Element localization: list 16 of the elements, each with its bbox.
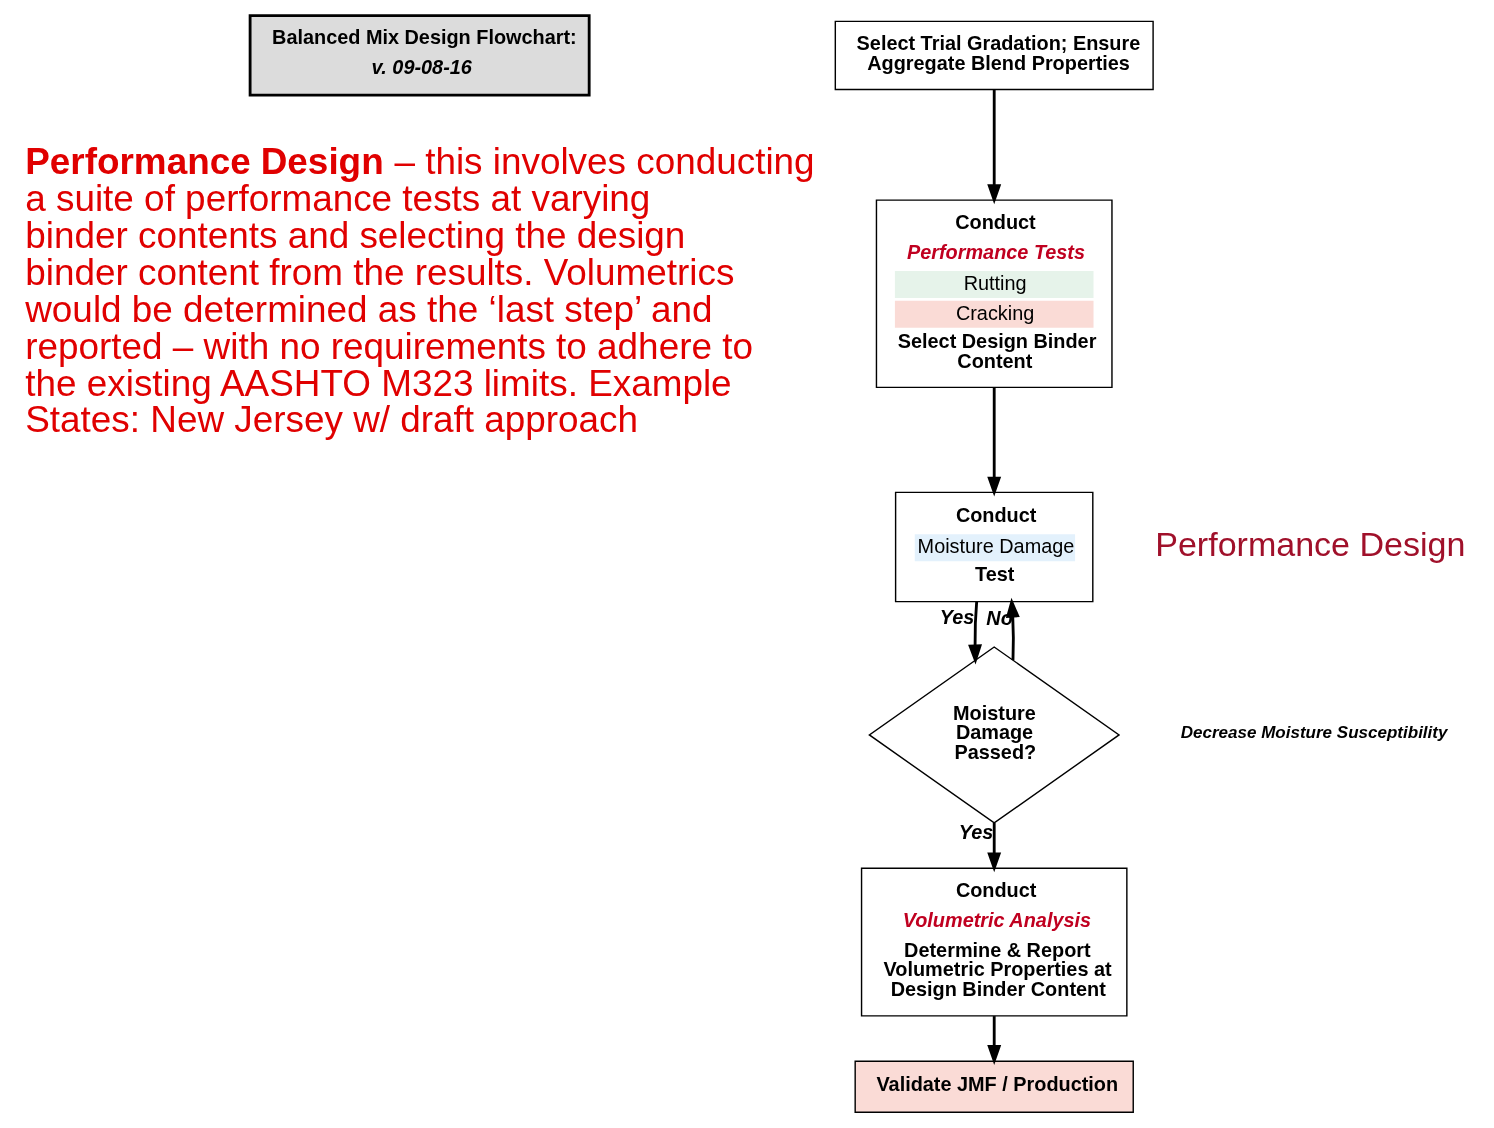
- arrow: [968, 601, 982, 665]
- node-box: Conduct Moisture Damage Test: [894, 491, 1094, 603]
- arrow: [1005, 597, 1020, 661]
- node-box: Conduct Performance Tests Rutting Cracking Select Design Binder Content: [875, 199, 1113, 389]
- node-box: Conduct Volumetric Analysis Determine & Report Volumetric Properties at Design Binder Content: [860, 867, 1128, 1017]
- node-box: Balanced Mix Design Flowchart: v. 09-08-16: [248, 14, 591, 97]
- label: Performance Design – this involves conducting a suite of performance tests at varying binder contents and selecting the design binder content from the results. Volumetrics would be determined as the ‘last step’ and reported – with no requirements to adhere to the existing AASHTO M323 limits. Example States: New Jersey w/ draft approach: [25, 141, 815, 441]
- arrow: [987, 1016, 1002, 1065]
- label: Performance Design: [1155, 524, 1466, 563]
- edge-label: Yes: [939, 606, 975, 629]
- node-box: Select Trial Gradation; Ensure Aggregate Blend Properties: [834, 20, 1154, 91]
- arrow: [987, 823, 1002, 873]
- node-box: Validate JMF / Production: [854, 1060, 1134, 1114]
- arrow: [987, 387, 1002, 497]
- label: Decrease Moisture Susceptibility: [1180, 722, 1448, 742]
- arrow: [987, 89, 1002, 205]
